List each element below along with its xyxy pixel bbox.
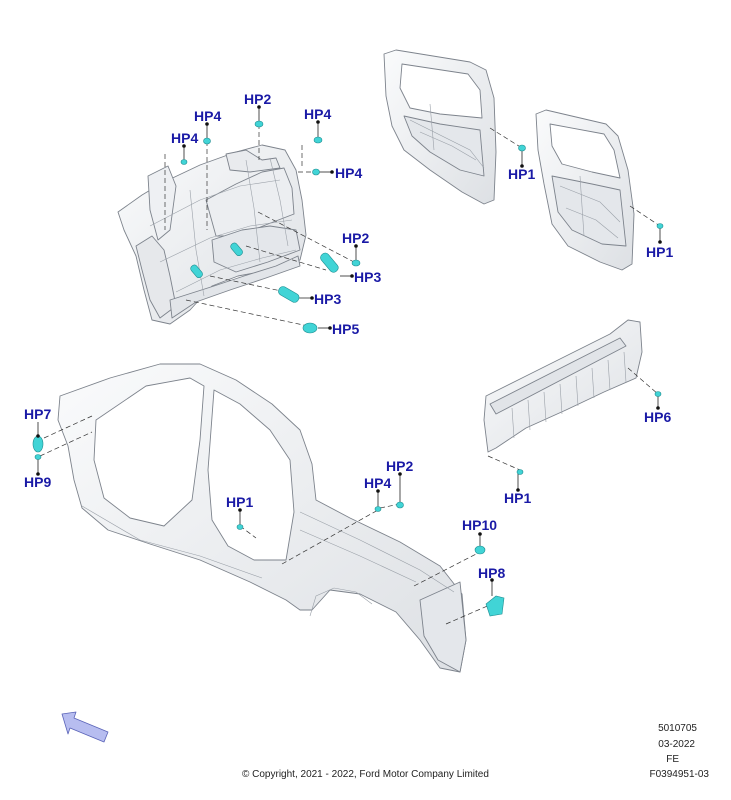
callout-leaders	[37, 107, 661, 596]
label-hp2-top: HP2	[244, 91, 271, 107]
foam-patches	[32, 120, 664, 617]
label-hp1-rear-door: HP1	[646, 244, 673, 260]
rear-door-inner-panel	[535, 109, 635, 271]
patch-hp4-top-left	[203, 137, 211, 145]
callout-dots	[36, 105, 662, 582]
illustration-date: 03-2022	[658, 739, 695, 750]
illustration-number: 5010705	[658, 723, 697, 734]
patch-hp4-left	[180, 159, 188, 165]
label-hp7: HP7	[24, 406, 51, 422]
label-hp3-upper: HP3	[354, 269, 381, 285]
label-hp4-top-left: HP4	[194, 108, 221, 124]
label-hp4-left: HP4	[171, 130, 198, 146]
label-hp1-front-door: HP1	[508, 166, 535, 182]
patch-hp10	[474, 545, 486, 555]
patch-hp4-top-right	[313, 136, 323, 144]
patch-dash-a	[190, 264, 203, 279]
label-hp2-mid: HP2	[342, 230, 369, 246]
rear-door-detail-lines	[559, 175, 621, 239]
patch-hp8	[485, 595, 505, 617]
label-hp4-top-right: HP4	[304, 106, 331, 122]
patch-hp2-top	[254, 120, 264, 128]
illustration-region: FE	[666, 754, 679, 765]
patch-hp5	[302, 322, 318, 334]
label-hp1-panel: HP1	[504, 490, 531, 506]
patch-hp1-panel	[516, 469, 524, 475]
patch-hp1-body	[236, 524, 244, 530]
label-hp8: HP8	[478, 565, 505, 581]
body-side-detail-lines	[81, 505, 455, 617]
patch-hp4-right	[312, 168, 320, 176]
copyright-notice: © Copyright, 2021 - 2022, Ford Motor Com…	[242, 769, 489, 780]
callout-labels: HP2 HP4 HP4 HP4 HP4 HP2 HP3 HP3 HP5 HP1 …	[24, 91, 673, 581]
body-side-panel	[57, 363, 467, 673]
label-hp2-body: HP2	[386, 458, 413, 474]
label-hp9: HP9	[24, 474, 51, 490]
label-hp5: HP5	[332, 321, 359, 337]
figure-id: F0394951-03	[649, 769, 710, 780]
dash-panel-assembly	[117, 144, 307, 325]
front-door-inner-panel	[383, 49, 497, 205]
patch-hp3-lower	[278, 286, 300, 303]
back-panel	[483, 319, 643, 453]
patch-hp2-mid	[351, 259, 361, 267]
patch-hp3-upper	[320, 252, 339, 273]
leader-lines	[39, 124, 661, 625]
front-door-detail-lines	[409, 103, 485, 169]
patch-hp6	[654, 391, 662, 397]
label-hp4-body: HP4	[364, 475, 391, 491]
label-hp1-body: HP1	[226, 494, 253, 510]
label-hp10: HP10	[462, 517, 497, 533]
patch-hp2-body	[396, 501, 404, 509]
patch-hp1-front-door	[518, 144, 526, 152]
back-panel-ribs	[511, 351, 627, 439]
label-hp4-right: HP4	[335, 165, 362, 181]
patch-hp4-body	[374, 506, 382, 512]
label-hp6: HP6	[644, 409, 671, 425]
dash-panel-detail-lines	[149, 157, 297, 297]
label-hp3-lower: HP3	[314, 291, 341, 307]
patch-hp9	[34, 454, 42, 460]
patch-dash-b	[230, 242, 243, 257]
patch-hp7	[32, 435, 44, 453]
patch-hp1-rear-door	[656, 223, 664, 229]
vehicle-front-direction-arrow-icon	[61, 711, 109, 743]
